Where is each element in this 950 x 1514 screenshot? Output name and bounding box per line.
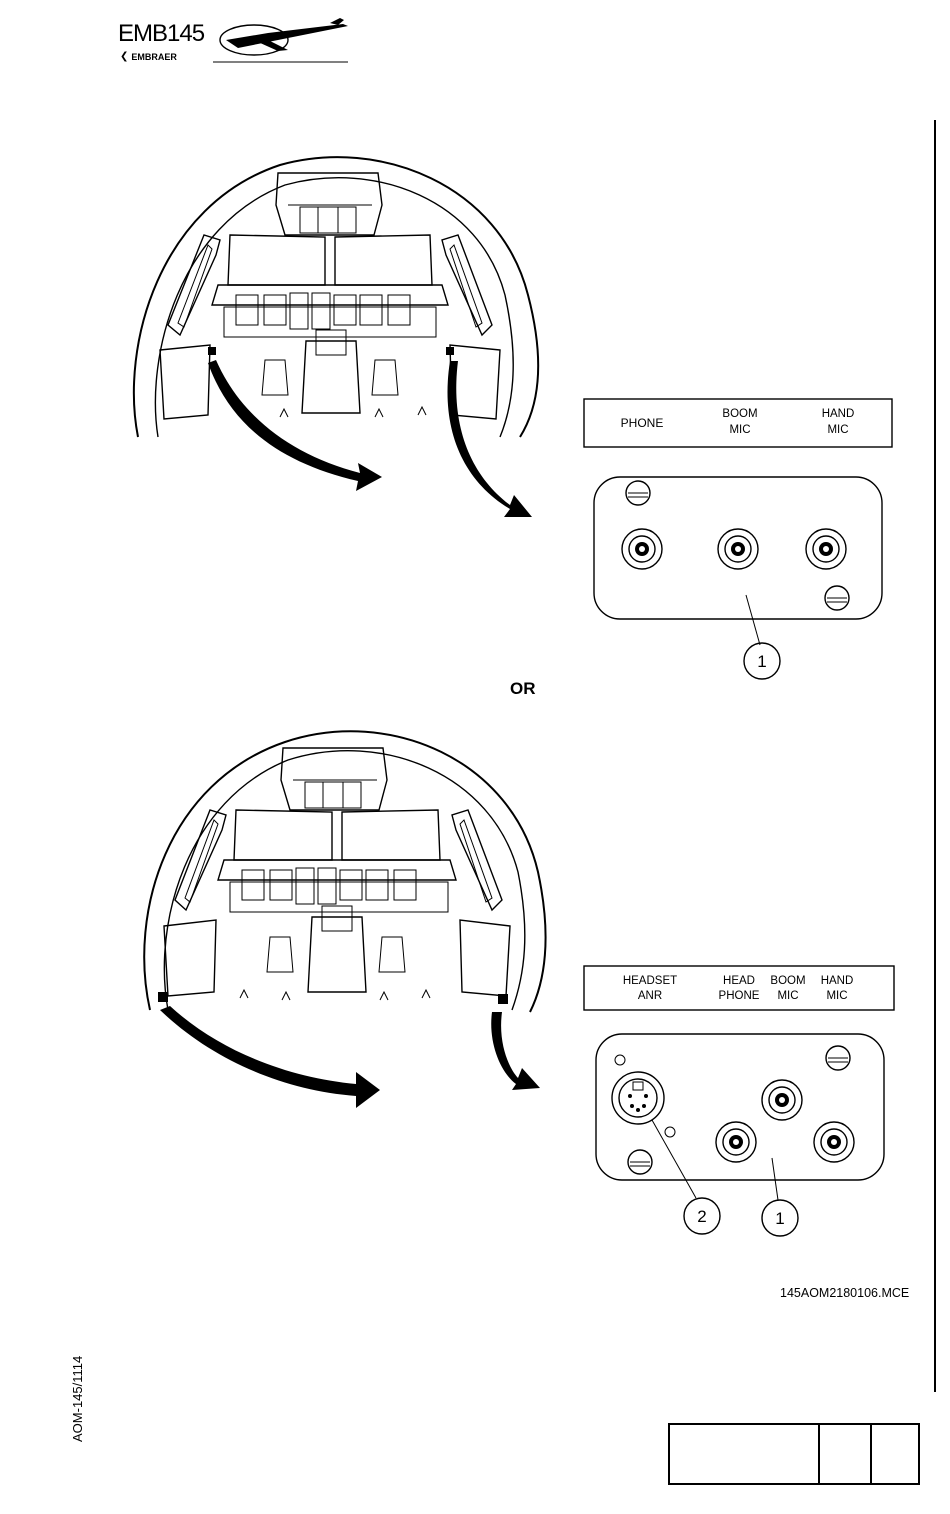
hand-mic-jack-icon xyxy=(806,529,846,569)
label-boom-line2: MIC xyxy=(777,990,798,1002)
title-block-cell xyxy=(670,1425,820,1483)
aircraft-logo-icon xyxy=(118,18,358,68)
or-separator: OR xyxy=(510,679,536,699)
label-hand-line1: HAND xyxy=(822,408,855,420)
revision-bar xyxy=(934,120,936,1392)
screw-icon xyxy=(626,481,650,505)
jack-panel-top: PHONE BOOM MIC HAND MIC 1 xyxy=(580,395,900,695)
cockpit-illustration-top xyxy=(120,145,540,525)
title-block-cell xyxy=(820,1425,872,1483)
label-boom-line1: BOOM xyxy=(722,408,757,420)
label-hand-line1: HAND xyxy=(821,975,854,987)
label-headphone-line2: PHONE xyxy=(719,990,760,1002)
label-boom-line2: MIC xyxy=(729,424,750,436)
cockpit-illustration-bottom xyxy=(120,712,560,1112)
logo: EMB145 ❮ EMBRAER xyxy=(118,18,358,68)
title-block xyxy=(668,1423,920,1485)
document-code: AOM-145/1114 xyxy=(70,1356,85,1442)
mount-hole-icon xyxy=(665,1127,675,1137)
label-hand-line2: MIC xyxy=(827,424,848,436)
callout-2-bottom: 2 xyxy=(697,1207,706,1226)
title-block-cell xyxy=(872,1425,918,1483)
screw-icon xyxy=(825,586,849,610)
screw-icon xyxy=(826,1046,850,1070)
hand-mic-jack-icon xyxy=(814,1122,854,1162)
callout-1-top: 1 xyxy=(757,652,766,671)
arrow-left-top xyxy=(208,360,382,491)
label-hand-line2: MIC xyxy=(826,990,847,1002)
figure-reference: 145AOM2180106.MCE xyxy=(780,1286,909,1300)
jack-panel-bottom: HEADSET ANR HEAD PHONE BOOM MIC HAND MIC… xyxy=(580,962,900,1262)
label-headset-line2: ANR xyxy=(638,990,662,1002)
arrow-right-top xyxy=(448,361,533,517)
mount-hole-icon xyxy=(615,1055,625,1065)
anr-connector-icon xyxy=(612,1072,664,1124)
label-phone: PHONE xyxy=(621,416,664,430)
label-boom-line1: BOOM xyxy=(770,975,805,987)
arrow-left-bottom xyxy=(160,1006,380,1108)
callout-1-bottom: 1 xyxy=(775,1209,784,1228)
phone-jack-icon xyxy=(622,529,662,569)
boom-mic-jack-icon xyxy=(762,1080,802,1120)
label-strip-bottom xyxy=(584,966,894,1010)
screw-icon xyxy=(628,1150,652,1174)
arrow-right-bottom xyxy=(491,1012,540,1090)
jack-plate-bottom xyxy=(596,1034,884,1180)
boom-mic-jack-icon xyxy=(718,529,758,569)
headphone-jack-icon xyxy=(716,1122,756,1162)
label-headset-line1: HEADSET xyxy=(623,975,677,987)
label-headphone-line1: HEAD xyxy=(723,975,755,987)
